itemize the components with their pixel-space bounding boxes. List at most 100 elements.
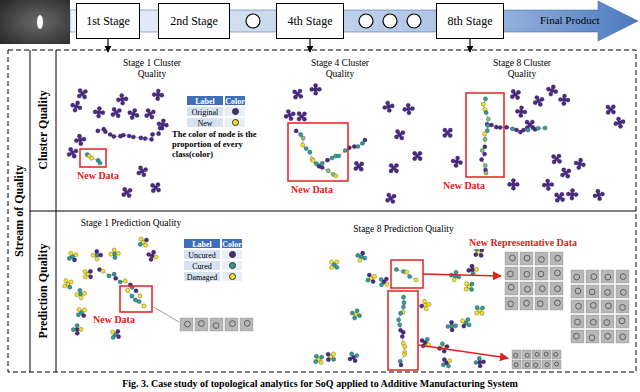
data-node-dot bbox=[109, 252, 113, 256]
data-node-dot bbox=[113, 256, 117, 260]
data-node-dot bbox=[456, 156, 460, 160]
data-node-dot bbox=[474, 253, 478, 257]
data-node-dot bbox=[384, 277, 388, 281]
data-node-dot bbox=[357, 314, 361, 318]
data-node-dot bbox=[298, 89, 302, 93]
data-node-dot bbox=[112, 272, 116, 276]
data-node-dot bbox=[335, 260, 339, 264]
legend-row: Original bbox=[186, 106, 246, 117]
data-node-dot bbox=[480, 311, 484, 315]
data-node-dot bbox=[515, 109, 519, 113]
data-node-dot bbox=[149, 257, 153, 261]
stage-box: 4th Stage bbox=[276, 3, 344, 39]
data-node-dot bbox=[396, 130, 400, 134]
data-node-dot bbox=[450, 324, 454, 328]
data-node-dot bbox=[363, 138, 367, 142]
ellipsis-circle bbox=[407, 14, 421, 28]
data-node-dot bbox=[530, 120, 534, 124]
data-node-dot bbox=[350, 352, 354, 356]
data-node-dot bbox=[445, 345, 449, 349]
data-node-dot bbox=[387, 108, 391, 112]
data-node-dot bbox=[515, 182, 519, 186]
data-node-dot bbox=[320, 161, 324, 165]
data-node-dot bbox=[399, 311, 403, 315]
stage-box: 8th Stage bbox=[436, 3, 504, 39]
data-node-dot bbox=[314, 354, 318, 358]
image-tile bbox=[601, 315, 614, 328]
image-tile bbox=[616, 315, 629, 328]
data-node-dot bbox=[79, 292, 83, 296]
data-node-dot bbox=[76, 313, 80, 317]
data-node-dot bbox=[566, 192, 570, 196]
image-feature bbox=[591, 319, 597, 325]
data-node-dot bbox=[75, 331, 79, 335]
data-node-dot bbox=[483, 152, 487, 156]
image-tile bbox=[520, 267, 533, 280]
stage-box: 2nd Stage bbox=[158, 3, 230, 39]
data-node-dot bbox=[550, 182, 554, 186]
image-feature bbox=[604, 320, 610, 326]
image-tile bbox=[542, 360, 551, 369]
data-node-dot bbox=[116, 114, 120, 118]
data-node-dot bbox=[353, 316, 357, 320]
data-node-dot bbox=[470, 264, 474, 268]
data-node-dot bbox=[293, 95, 297, 99]
data-node-dot bbox=[314, 162, 318, 166]
row-label: Prediction Quality bbox=[36, 244, 51, 339]
image-feature bbox=[555, 255, 561, 261]
data-node-dot bbox=[294, 129, 298, 133]
image-feature bbox=[537, 301, 543, 307]
panel-title: Stage 8 Prediction Quality bbox=[336, 224, 471, 235]
data-node-dot bbox=[606, 105, 610, 109]
image-feature bbox=[621, 290, 627, 296]
data-node-dot bbox=[137, 299, 141, 303]
data-node-dot bbox=[397, 318, 401, 322]
data-node-dot bbox=[554, 90, 558, 94]
data-node-dot bbox=[82, 137, 86, 141]
data-node-dot bbox=[514, 128, 518, 132]
data-node-dot bbox=[611, 105, 615, 109]
data-node-dot bbox=[394, 163, 398, 167]
data-node-dot bbox=[557, 159, 561, 163]
data-node-dot bbox=[117, 335, 121, 339]
data-node-dot bbox=[562, 168, 566, 172]
data-node-dot bbox=[467, 323, 471, 327]
image-tile bbox=[532, 360, 541, 369]
data-node-dot bbox=[480, 158, 484, 162]
image-tile bbox=[571, 300, 584, 313]
data-node-dot bbox=[142, 173, 146, 177]
data-node-dot bbox=[483, 137, 487, 141]
data-node-dot bbox=[521, 128, 525, 132]
data-node-dot bbox=[570, 192, 574, 196]
image-tile bbox=[586, 330, 599, 343]
data-node-dot bbox=[117, 108, 121, 112]
highlight-box bbox=[391, 260, 423, 288]
data-node-dot bbox=[78, 138, 82, 142]
data-node-dot bbox=[116, 98, 120, 102]
table-header: Label bbox=[183, 238, 221, 249]
data-node-dot bbox=[454, 270, 458, 274]
data-node-dot bbox=[67, 152, 71, 156]
image-tile bbox=[616, 285, 629, 298]
data-node-dot bbox=[403, 345, 407, 349]
data-node-dot bbox=[483, 97, 487, 101]
data-node-dot bbox=[423, 303, 427, 307]
image-feature bbox=[589, 289, 595, 295]
data-node-dot bbox=[302, 117, 306, 121]
image-feature bbox=[619, 318, 625, 324]
data-node-dot bbox=[414, 278, 418, 282]
data-node-dot bbox=[519, 106, 523, 110]
data-node-dot bbox=[552, 155, 556, 159]
data-node-dot bbox=[128, 188, 132, 192]
legend-row: Uncured bbox=[183, 249, 243, 260]
data-node-dot bbox=[78, 106, 82, 110]
data-node-dot bbox=[606, 110, 610, 114]
panel-title: Stage 4 Cluster Quality bbox=[300, 58, 380, 79]
data-node-dot bbox=[392, 194, 396, 198]
data-node-dot bbox=[127, 194, 131, 198]
data-node-dot bbox=[363, 256, 367, 260]
quality-row: Prediction QualityStage 1 Prediction Qua… bbox=[30, 211, 636, 372]
data-node-dot bbox=[111, 335, 115, 339]
data-node-dot bbox=[160, 93, 164, 97]
data-node-dot bbox=[90, 156, 94, 160]
